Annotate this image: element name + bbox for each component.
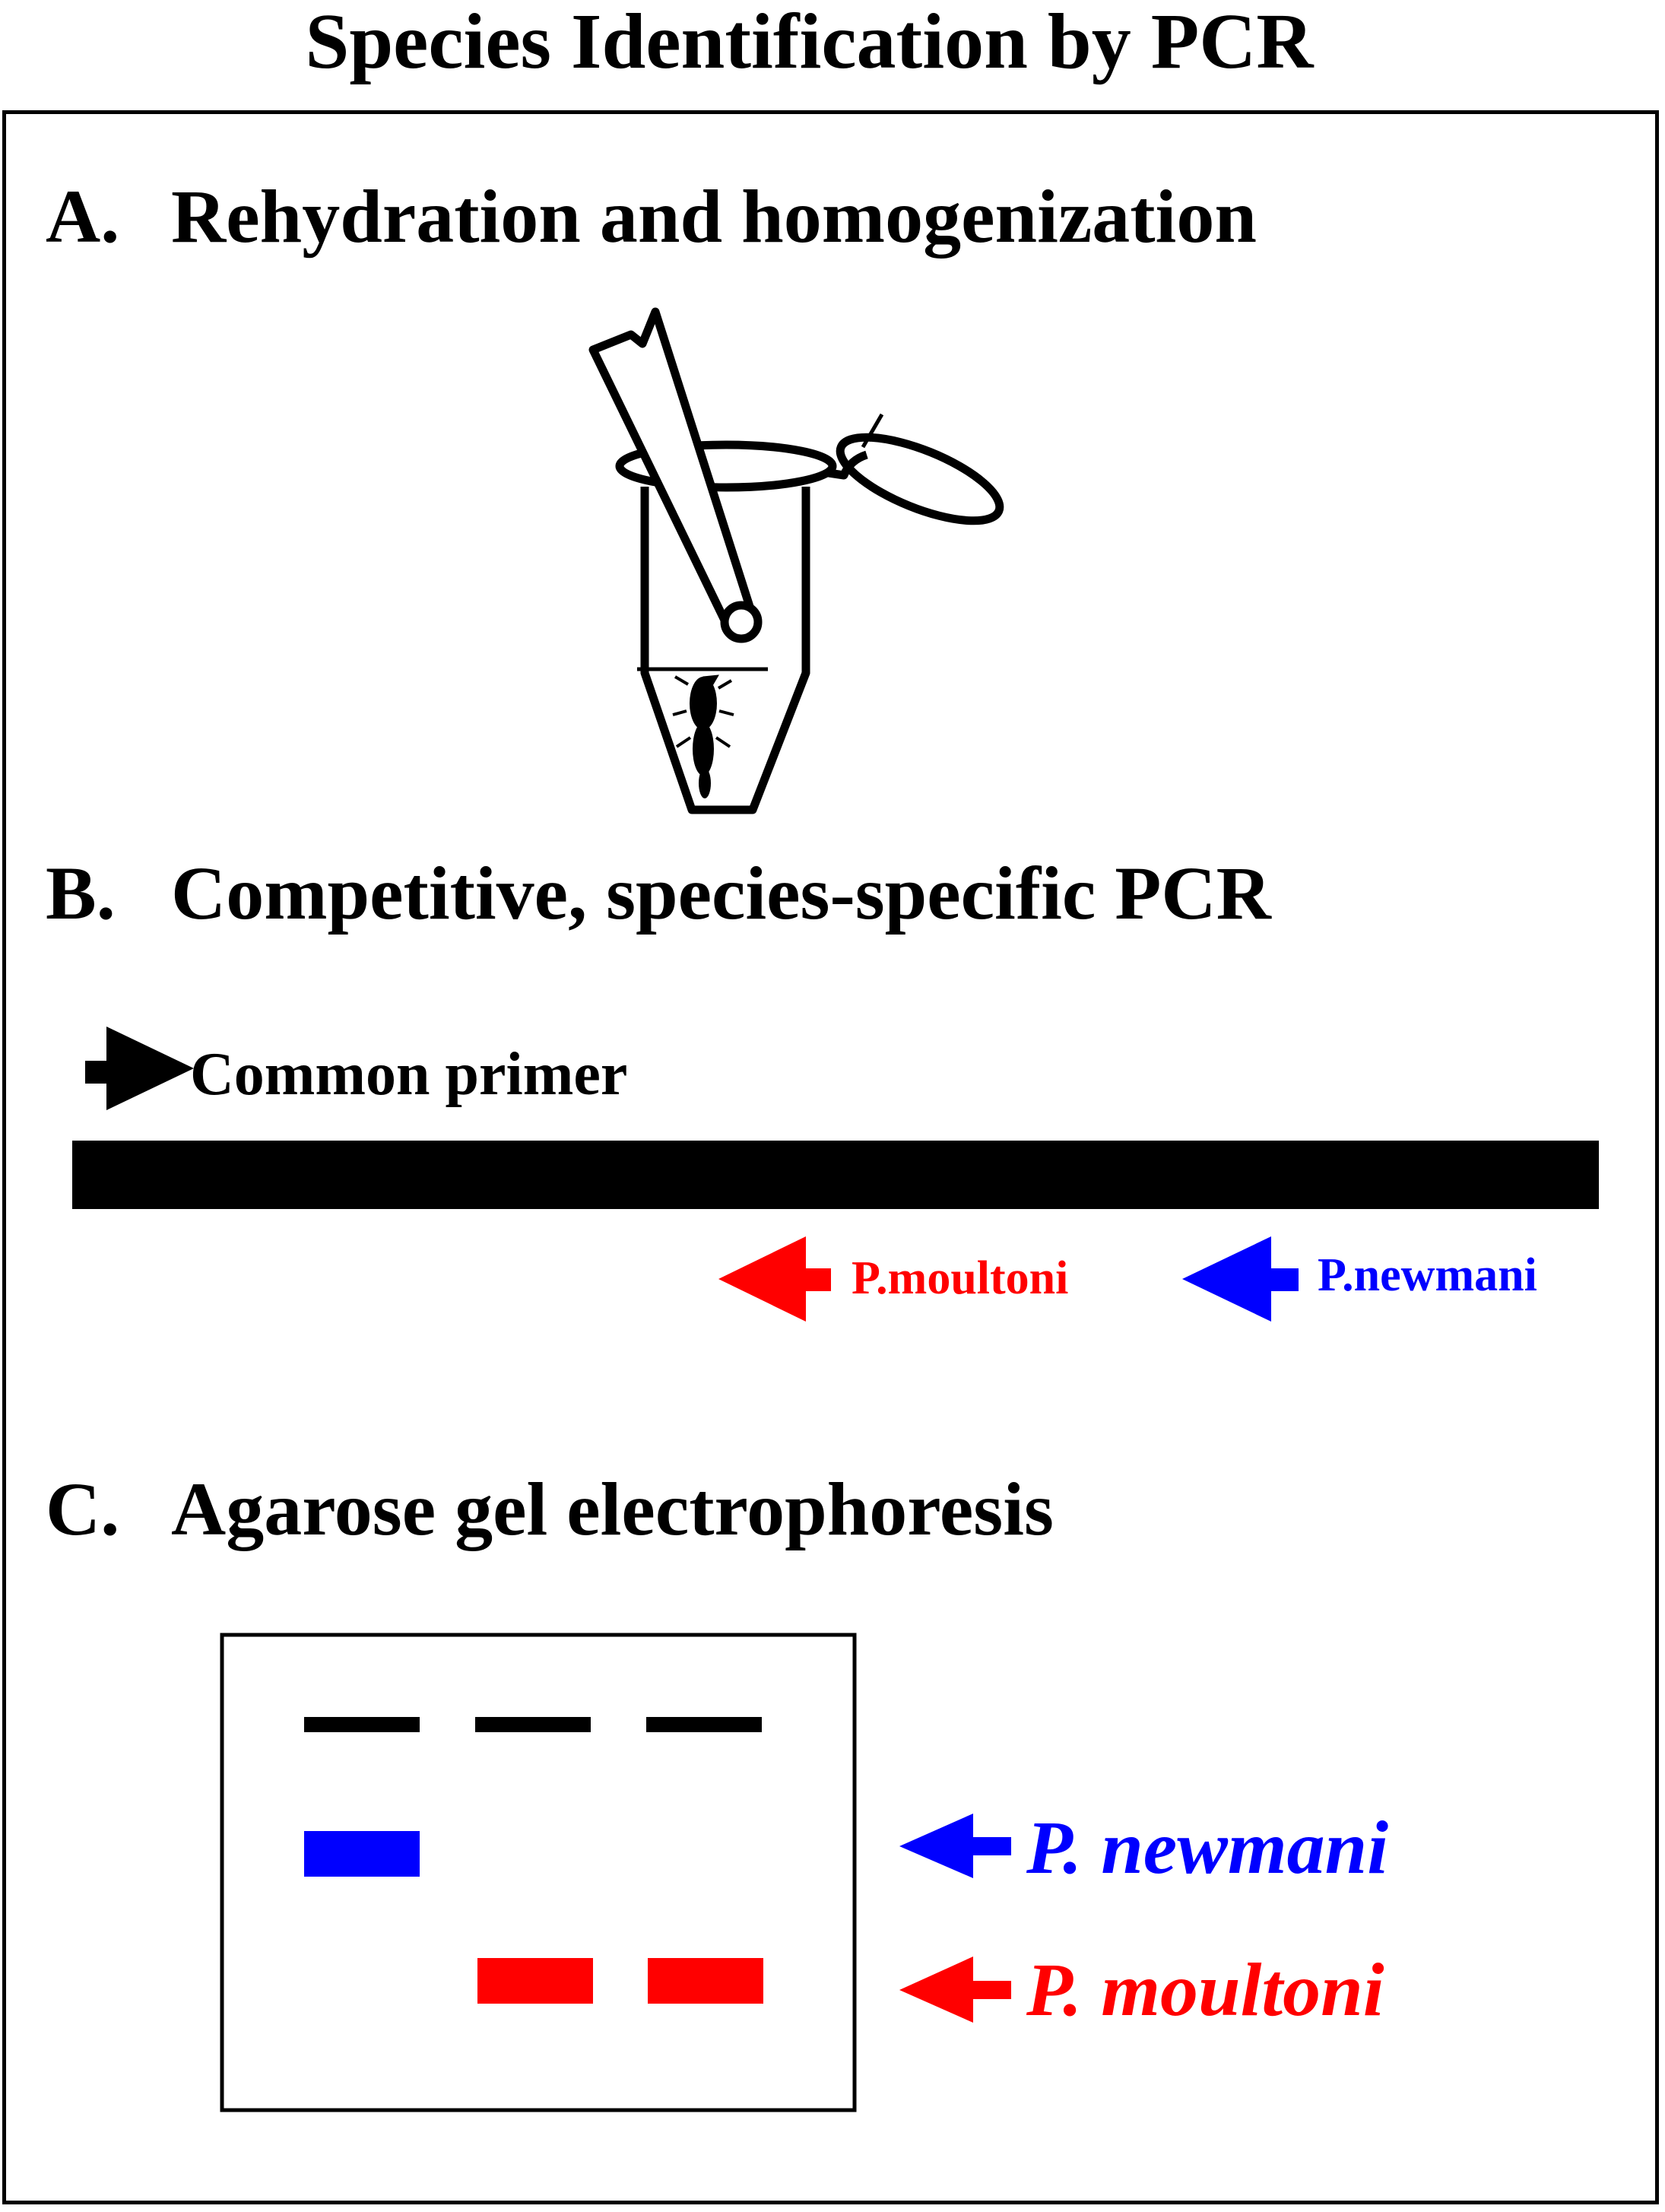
lid-tab — [861, 413, 884, 449]
newmani-band-arrow-icon — [899, 1814, 1011, 1878]
section-a-label: Rehydration and homogenization — [171, 174, 1257, 259]
section-c-letter: C. — [46, 1467, 120, 1551]
section-c-heading: C. Agarose gel electrophoresis — [46, 1468, 1054, 1551]
tube-body — [640, 487, 810, 814]
microcentrifuge-tube-icon — [588, 307, 1004, 814]
pestle-tip — [720, 601, 763, 643]
tube-rim — [615, 440, 837, 492]
pestle-shaft — [588, 307, 757, 636]
newmani-primer-label: P.newmani — [1318, 1249, 1537, 1301]
newmani-primer-arrow-icon — [1182, 1236, 1299, 1322]
diagram-frame — [2, 110, 1659, 2204]
moultoni-primer-label: P.moultoni — [852, 1252, 1069, 1304]
section-b-heading: B. Competitive, species-specific PCR — [46, 852, 1271, 935]
insect-specimen-icon — [672, 674, 734, 798]
common-primer-arrow-icon — [85, 1027, 194, 1110]
page-title: Species Identification by PCR — [305, 0, 1314, 85]
lane-2-control-band — [475, 1717, 591, 1732]
agarose-gel — [220, 1633, 857, 2112]
dna-template-strand — [72, 1141, 1599, 1209]
section-b-letter: B. — [46, 851, 116, 935]
section-a-heading: A. Rehydration and homogenization — [46, 175, 1257, 259]
common-primer-label: Common primer — [190, 1041, 628, 1108]
gel-moultoni-label: P. moultoni — [1026, 1947, 1384, 2032]
section-c-label: Agarose gel electrophoresis — [171, 1467, 1054, 1551]
lane-1-control-band — [304, 1717, 420, 1732]
tube-hinge — [828, 450, 868, 480]
gel-newmani-label: P. newmani — [1026, 1805, 1389, 1890]
control-bands — [304, 1717, 762, 1732]
section-b-label: Competitive, species-specific PCR — [171, 851, 1271, 935]
lane-1-newmani-band — [304, 1831, 420, 1877]
lane-2-moultoni-band — [477, 1958, 593, 2004]
section-a-letter: A. — [46, 174, 120, 259]
lane-3-moultoni-band — [648, 1958, 763, 2004]
moultoni-band-arrow-icon — [899, 1957, 1011, 2023]
moultoni-primer-arrow-icon — [718, 1236, 831, 1322]
lane-3-control-band — [646, 1717, 762, 1732]
tube-lid — [836, 433, 1004, 525]
